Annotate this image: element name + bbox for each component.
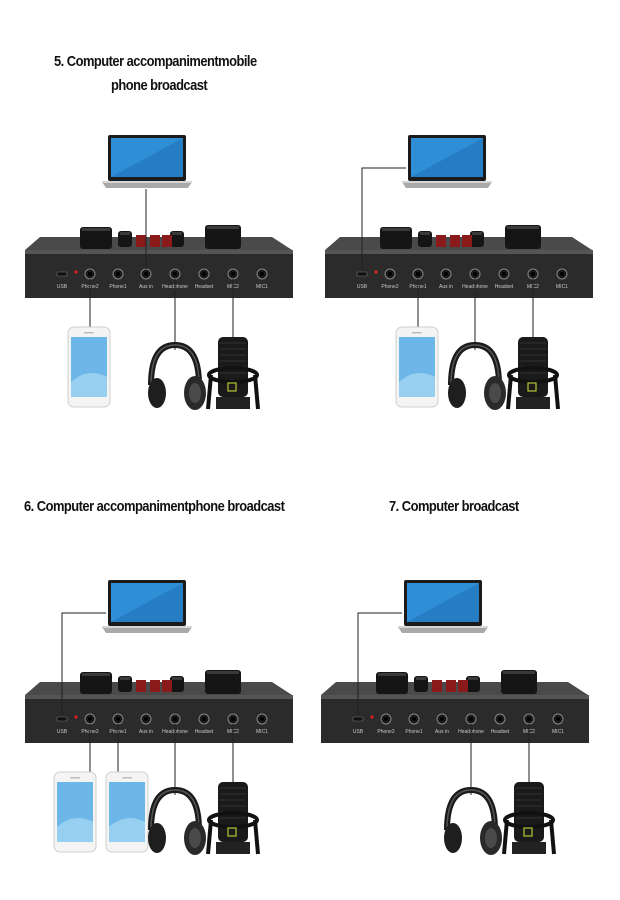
condenser-microphone-icon xyxy=(206,782,260,855)
slider-icon xyxy=(458,680,468,692)
knob-icon xyxy=(205,670,241,694)
slider-icon xyxy=(150,680,160,692)
usb-port-icon xyxy=(56,716,68,722)
port-label: MIC1 xyxy=(552,729,564,735)
knob-icon xyxy=(170,676,184,692)
knob-icon xyxy=(418,231,432,247)
port-label: MIC1 xyxy=(256,729,268,735)
headphones-icon xyxy=(148,341,206,410)
port-label: USB xyxy=(357,284,368,290)
knob-icon xyxy=(118,231,132,247)
knob-icon xyxy=(380,227,412,249)
section-5-title-line-2: phone broadcast xyxy=(111,77,208,94)
port-label: USB xyxy=(57,729,68,735)
slider-icon xyxy=(162,235,172,247)
port-label: USB xyxy=(353,729,364,735)
condenser-microphone-icon xyxy=(506,337,560,410)
headphones-icon xyxy=(448,341,506,410)
knob-icon xyxy=(501,670,537,694)
slider-icon xyxy=(136,235,146,247)
knob-icon xyxy=(414,676,428,692)
led-icon xyxy=(374,270,378,274)
knob-icon xyxy=(118,676,132,692)
slider-icon xyxy=(446,680,456,692)
led-icon xyxy=(74,270,78,274)
port-label: Phone1 xyxy=(109,284,126,290)
cable-line xyxy=(361,167,406,270)
smartphone-icon xyxy=(395,326,439,408)
slider-icon xyxy=(432,680,442,692)
knob-icon xyxy=(466,676,480,692)
knob-icon xyxy=(505,225,541,249)
slider-icon xyxy=(136,680,146,692)
knob-icon xyxy=(170,231,184,247)
port-label: Phone2 xyxy=(377,729,394,735)
port-label: Headset xyxy=(495,284,514,290)
port-label: Aux in xyxy=(139,284,153,290)
laptop-icon xyxy=(402,135,492,188)
laptop-icon xyxy=(102,135,192,188)
section-7-title: 7. Computer broadcast xyxy=(389,498,519,515)
condenser-microphone-icon xyxy=(502,782,556,855)
port-label: MIC1 xyxy=(556,284,568,290)
knob-icon xyxy=(80,672,112,694)
slider-icon xyxy=(150,235,160,247)
cable-line xyxy=(61,612,106,715)
headphones-icon xyxy=(148,786,206,855)
smartphone-icon xyxy=(67,326,111,408)
slider-icon xyxy=(436,235,446,247)
port-label: Aux in xyxy=(439,284,453,290)
slider-icon xyxy=(462,235,472,247)
condenser-microphone-icon xyxy=(206,337,260,410)
headphones-icon xyxy=(444,786,502,855)
port-label: USB xyxy=(57,284,68,290)
usb-port-icon xyxy=(352,716,364,722)
cable-line xyxy=(357,612,402,715)
slider-icon xyxy=(162,680,172,692)
section-6-title: 6. Computer accompanimentphone broadcast xyxy=(24,498,285,515)
usb-port-icon xyxy=(356,271,368,277)
port-label: Phone1 xyxy=(405,729,422,735)
knob-icon xyxy=(470,231,484,247)
port-label: Headset xyxy=(491,729,510,735)
led-icon xyxy=(370,715,374,719)
port-label: Phone2 xyxy=(381,284,398,290)
port-label: MIC1 xyxy=(256,284,268,290)
knob-icon xyxy=(376,672,408,694)
section-5-title-line-1: 5. Computer accompanimentmobile xyxy=(54,53,257,70)
port-label: Aux in xyxy=(435,729,449,735)
port-label: Aux in xyxy=(139,729,153,735)
slider-icon xyxy=(450,235,460,247)
port-label: Headset xyxy=(195,284,214,290)
smartphone-icon xyxy=(105,771,149,853)
laptop-icon xyxy=(102,580,192,633)
laptop-icon xyxy=(398,580,488,633)
port-label: Headset xyxy=(195,729,214,735)
usb-port-icon xyxy=(56,271,68,277)
knob-icon xyxy=(80,227,112,249)
smartphone-icon xyxy=(53,771,97,853)
knob-icon xyxy=(205,225,241,249)
led-icon xyxy=(74,715,78,719)
